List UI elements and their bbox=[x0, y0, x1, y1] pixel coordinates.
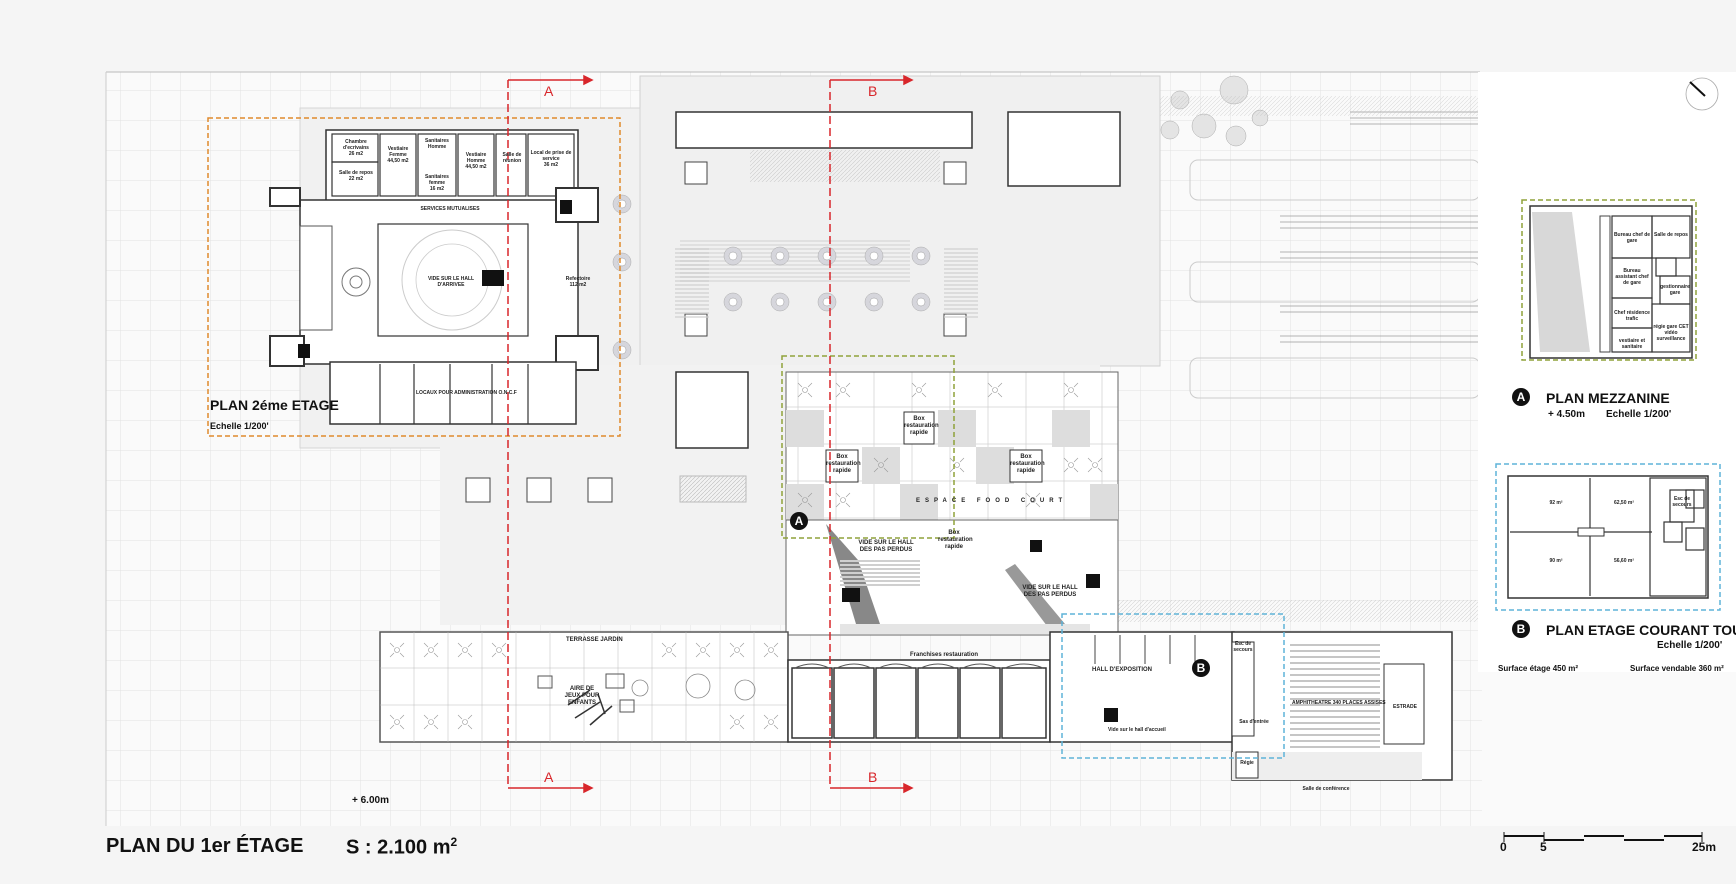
badge-a-on-plan: A bbox=[790, 512, 808, 530]
mezz-room-vestiaire: vestiaire et sanitaire bbox=[1618, 338, 1646, 350]
tour-room-esc: Esc de secours bbox=[1672, 496, 1692, 508]
surface-total: S : 2.100 m2 bbox=[346, 835, 458, 859]
tour-surface-vendable: Surface vendable 360 m² bbox=[1630, 664, 1724, 673]
section-a-top-label: A bbox=[544, 83, 554, 99]
locaux-oncf: LOCAUX POUR ADMINISTRATION O.N.C.F bbox=[416, 390, 517, 396]
mezzanine-title: PLAN MEZZANINE bbox=[1546, 390, 1670, 406]
plan-2eme-title: PLAN 2éme ETAGE bbox=[210, 397, 339, 413]
vide-pas-perdus-1: VIDE SUR LE HALL DES PAS PERDUS bbox=[858, 540, 914, 553]
box-restauration-2: Box restauration rapide bbox=[826, 454, 861, 474]
vide-hall-accueil: Vide sur le hall d'accueil bbox=[1108, 727, 1166, 733]
tour-room-4: 56,60 m² bbox=[1613, 558, 1634, 564]
page-title: PLAN DU 1er ÉTAGE bbox=[106, 835, 304, 857]
salle-conference: Salle de conférence bbox=[1302, 786, 1350, 792]
box-restauration-1: Box restauration rapide bbox=[904, 416, 939, 436]
regie: Régie bbox=[1240, 760, 1254, 766]
section-a-bottom-label: A bbox=[544, 769, 554, 785]
section-b-top-label: B bbox=[868, 83, 878, 99]
mezz-room-salle-repos: Salle de repos bbox=[1654, 232, 1688, 238]
tour-scale: Echelle 1/200' bbox=[1657, 640, 1723, 651]
mezzanine-level: + 4.50m bbox=[1548, 409, 1585, 420]
mezz-room-bureau-chef: Bureau chef de gare bbox=[1613, 232, 1651, 244]
esc-secours: Esc de secours bbox=[1233, 641, 1253, 653]
estrade: ESTRADE bbox=[1393, 704, 1417, 710]
elevation-label: + 6.00m bbox=[352, 795, 389, 806]
mezz-room-chef-residence: Chef résidence trafic bbox=[1614, 310, 1650, 322]
scale-tick-25: 25m bbox=[1692, 840, 1717, 854]
services-mutualises: SERVICES MUTUALISES bbox=[420, 206, 480, 212]
vide-pas-perdus-2: VIDE SUR LE HALL DES PAS PERDUS bbox=[1022, 585, 1078, 598]
aire-de-jeux: AIRE DE JEUX POUR ENFANTS bbox=[564, 686, 600, 706]
mezz-room-gestionnaire: gestionnaire gare bbox=[1660, 284, 1690, 296]
badge-a: A bbox=[1512, 388, 1530, 406]
plan-2eme-scale: Echelle 1/200' bbox=[210, 421, 269, 431]
box-restauration-3: Box restauration rapide bbox=[1010, 454, 1045, 474]
scale-tick-5: 5 bbox=[1540, 840, 1547, 854]
room-sanitaires-homme: Sanitaires Homme bbox=[425, 138, 449, 150]
hall-exposition: HALL D'EXPOSITION bbox=[1092, 667, 1152, 673]
mezz-room-regie: régie gare CET vidéo surveillance bbox=[1653, 324, 1689, 342]
badge-b-on-plan: B bbox=[1192, 659, 1210, 677]
scale-tick-0: 0 bbox=[1500, 840, 1507, 854]
tour-room-2: 62,50 m² bbox=[1613, 500, 1634, 506]
box-restauration-4: Box restauration rapide bbox=[938, 530, 973, 550]
espace-food-court: ESPACE FOOD COURT bbox=[916, 498, 1068, 504]
vide-hall-arrivee: VIDE SUR LE HALL D'ARRIVEE bbox=[427, 276, 475, 288]
room-salle-reunion: Salle de réunion bbox=[502, 152, 522, 164]
terrasse-jardin: TERRASSE JARDIN bbox=[566, 637, 623, 643]
tour-surface-etage: Surface étage 450 m² bbox=[1498, 664, 1579, 673]
sas-entree: Sas d'entrée bbox=[1239, 719, 1269, 725]
amphitheatre: AMPHITHEATRE 340 PLACES ASSISES bbox=[1292, 700, 1386, 706]
section-b-bottom-label: B bbox=[868, 769, 878, 785]
tour-room-3: 90 m² bbox=[1549, 558, 1563, 564]
badge-b: B bbox=[1512, 620, 1530, 638]
mezz-room-assistant: Bureau assistant chef de gare bbox=[1615, 268, 1649, 286]
mezzanine-scale: Echelle 1/200' bbox=[1606, 409, 1672, 420]
franchises-restauration: Franchises restauration bbox=[910, 652, 979, 658]
tour-title: PLAN ETAGE COURANT TOUR bbox=[1546, 622, 1736, 638]
tour-room-1: 92 m² bbox=[1549, 500, 1563, 506]
